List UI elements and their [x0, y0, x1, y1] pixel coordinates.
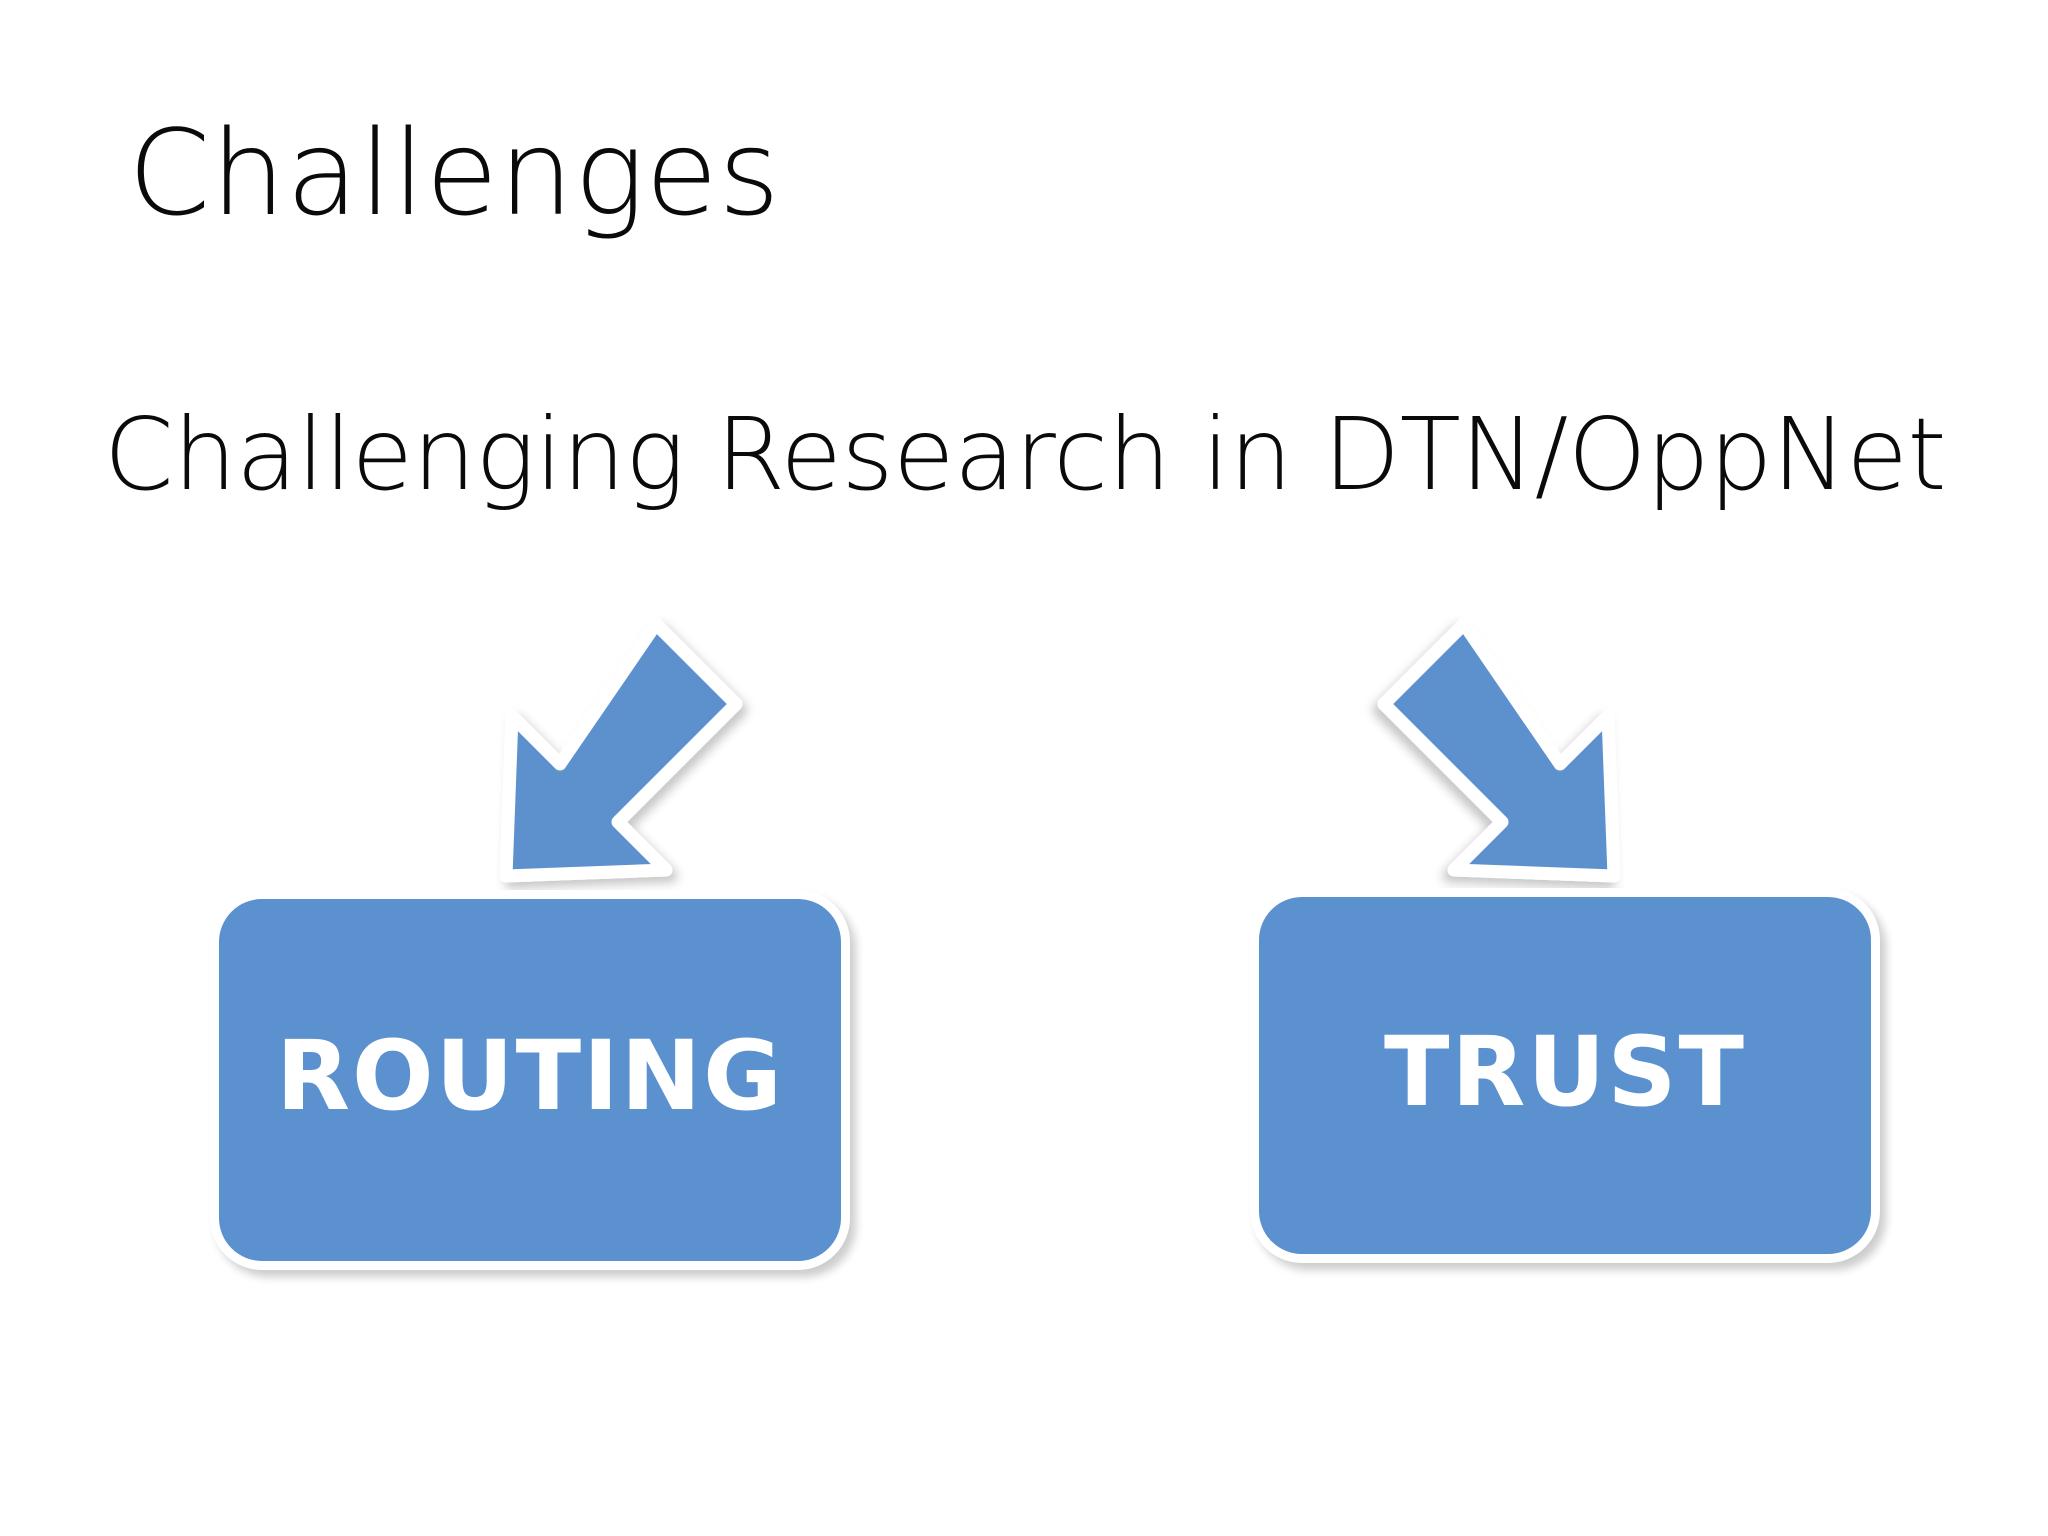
arrow-down-right-icon	[1350, 600, 1650, 900]
arrow-down-left-icon	[470, 600, 770, 900]
concept-box-routing[interactable]: ROUTING	[210, 890, 850, 1270]
page-title: Challenges	[128, 104, 781, 242]
concept-box-trust[interactable]: TRUST	[1250, 888, 1880, 1263]
concept-label-trust: TRUST	[1384, 1015, 1746, 1128]
slide-subtitle: Challenging Research in DTN/OppNet	[103, 396, 1947, 513]
concept-label-routing: ROUTING	[276, 1020, 784, 1132]
